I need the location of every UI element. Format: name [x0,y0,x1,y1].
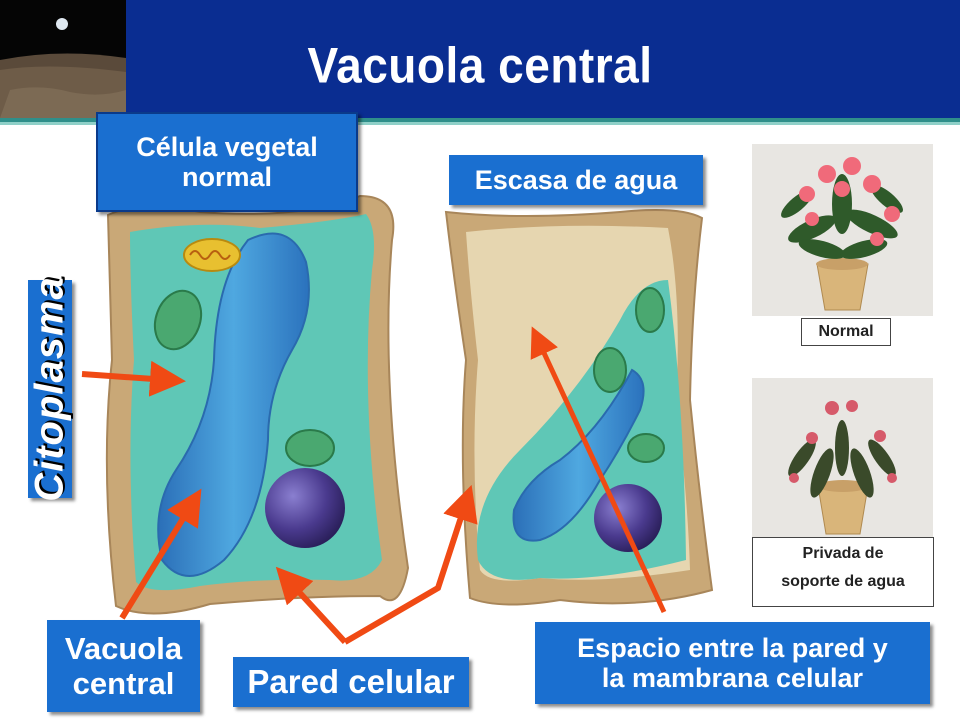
header-stripe [0,118,960,122]
caption-deprived-plant: Privada de soporte de agua [752,537,934,607]
page-title: Vacuola central [307,36,653,94]
arrow-wall-left [275,566,348,645]
label-normal-cell: Célula vegetal normal [96,112,358,212]
arrow-space [530,326,667,614]
photo-wilted-plant [752,378,933,538]
chloroplast [635,287,665,333]
arrow-vacuole [119,488,202,620]
arrow-wall-right [343,484,478,645]
vacuole-scarce [512,368,645,542]
scarce-water-cell [444,209,714,606]
label-cell-wall: Pared celular [233,657,469,707]
caption-deprived-line1: Privada de [802,545,884,562]
label-cytoplasm-text: Citoplasma [27,276,72,502]
arrow-cytoplasm [81,360,186,397]
chloroplast [285,429,335,467]
nucleus-scarce [594,484,662,552]
label-space-line1: Espacio entre la pared y [577,633,888,663]
label-vacuole-line2: central [72,666,175,701]
label-space-line2: la mambrana celular [601,663,864,693]
earthrise-photo [0,0,126,118]
label-central-vacuole: Vacuola central [47,620,200,712]
chloroplast [153,289,203,351]
mitochondrion [183,238,241,272]
header-bar [0,0,960,118]
label-normal-cell-line1: Célula vegetal [136,132,318,162]
pointer-arrows [81,326,667,645]
label-normal-cell-line2: normal [181,162,272,192]
caption-normal-plant: Normal [801,318,891,346]
label-scarce-water: Escasa de agua [449,155,703,205]
caption-deprived-line2: soporte de agua [781,573,905,590]
label-wall-membrane-space: Espacio entre la pared y la mambrana cel… [535,622,930,704]
normal-cell [105,194,410,615]
nucleus-normal [265,468,345,548]
chloroplast [627,433,665,463]
label-cytoplasm: Citoplasma [28,276,72,502]
header-stripe-light [0,122,960,125]
chloroplast [593,347,627,393]
photo-normal-plant [752,144,933,316]
label-vacuole-line1: Vacuola [64,631,183,666]
